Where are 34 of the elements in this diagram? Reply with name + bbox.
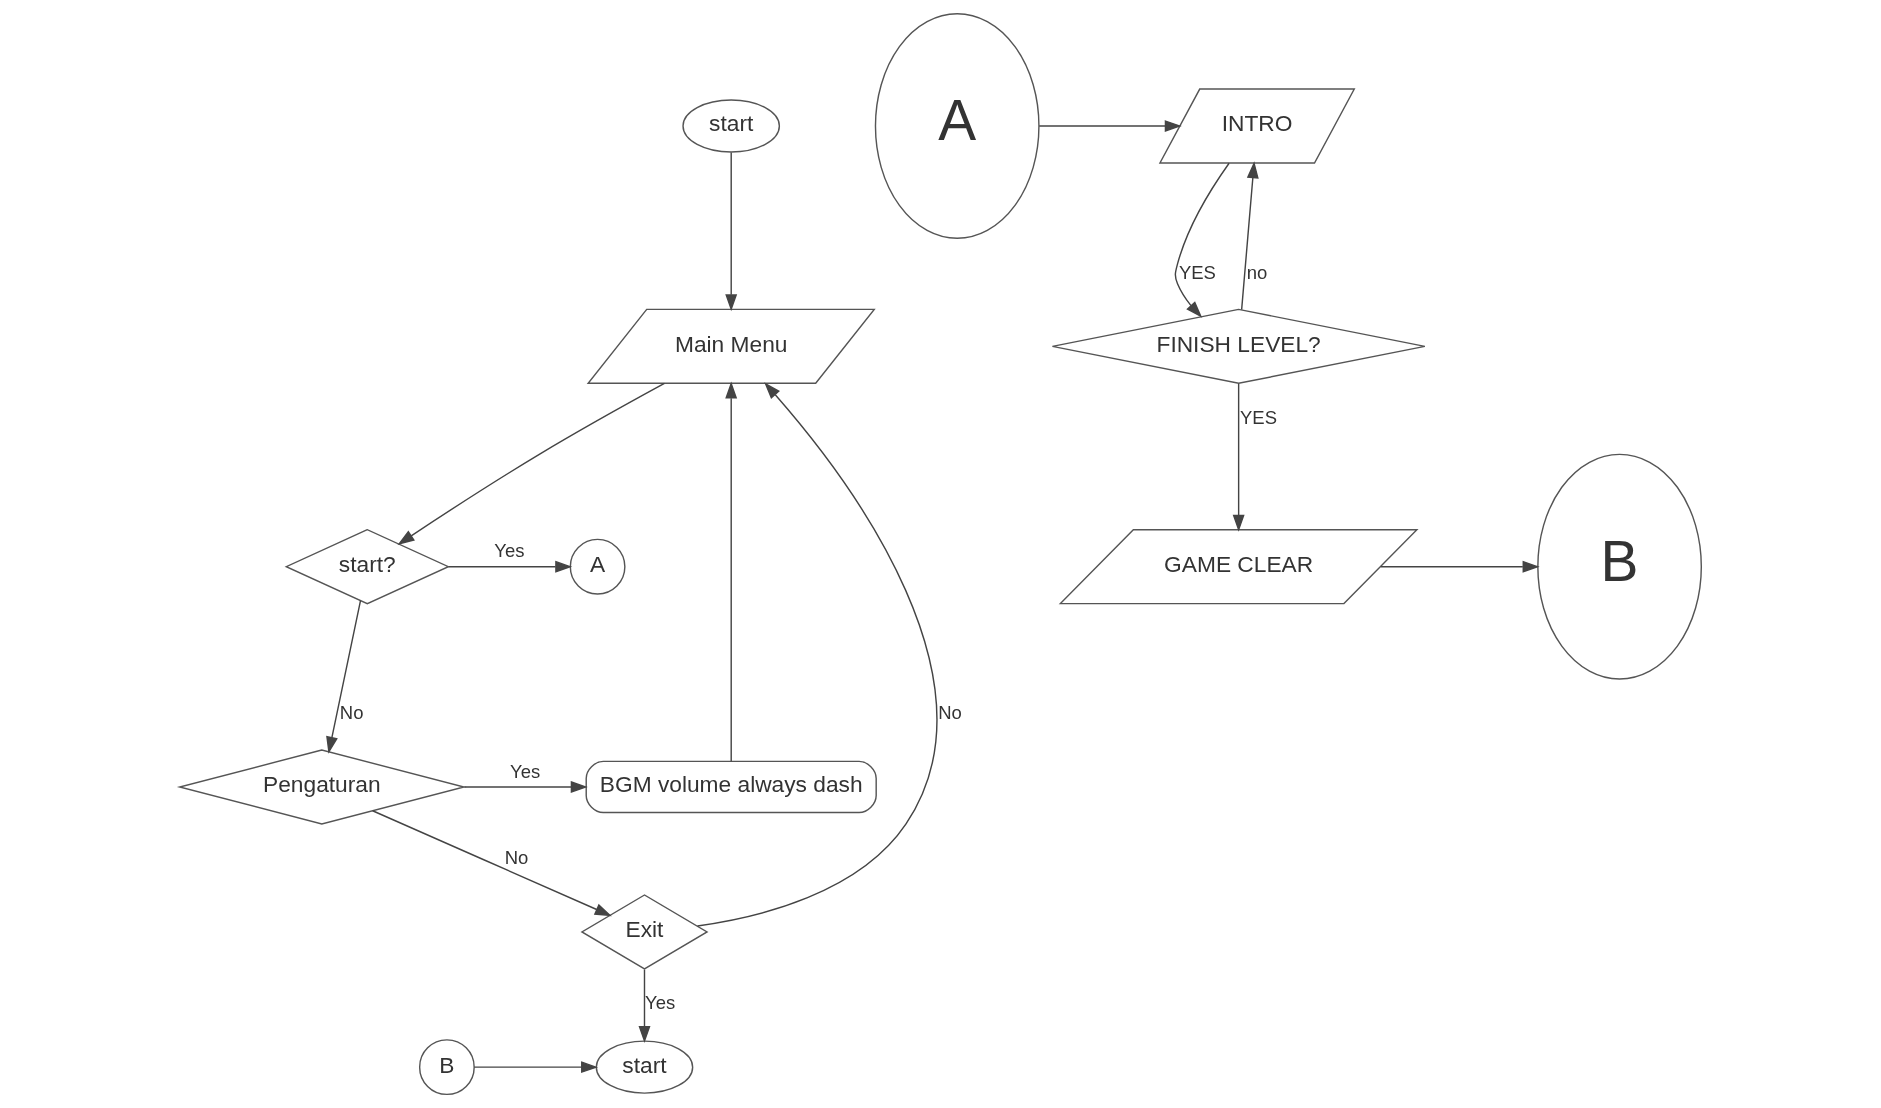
- edge-label: No: [339, 702, 364, 724]
- arrow: [1240, 161, 1259, 311]
- arrow: [326, 599, 362, 754]
- node-circle: B: [418, 1039, 475, 1096]
- node-ellipse: start: [682, 99, 781, 153]
- arrow: [1380, 560, 1540, 573]
- edge-label: Yes: [510, 760, 541, 782]
- node-ellipse: A: [874, 13, 1040, 240]
- arrow: [447, 560, 573, 573]
- node-diamond: Pengaturan: [176, 749, 467, 825]
- node-ellipse: start: [595, 1040, 694, 1094]
- edge-label: YES: [1178, 261, 1216, 283]
- node-circle: A: [569, 538, 626, 595]
- arrow: [397, 382, 666, 545]
- node-box: BGM volume always dash: [585, 760, 877, 814]
- edge-label: No: [938, 702, 962, 724]
- arrow: [1038, 120, 1182, 132]
- arrow: [463, 781, 588, 793]
- arrow: [696, 382, 938, 927]
- node-ellipse: B: [1537, 453, 1702, 680]
- edge-label: no: [1246, 261, 1268, 283]
- arrow: [1232, 382, 1245, 532]
- arrow: [1174, 162, 1230, 318]
- arrow: [371, 810, 612, 917]
- edge-label: Yes: [645, 992, 676, 1014]
- edge-label: YES: [1240, 406, 1278, 428]
- arrow: [638, 968, 651, 1044]
- arrow: [725, 381, 738, 762]
- arrow: [473, 1061, 599, 1074]
- edge-label: No: [504, 847, 529, 869]
- node-diamond: FINISH LEVEL?: [1051, 308, 1426, 385]
- node-diamond: Exit: [580, 894, 709, 970]
- arrow: [725, 151, 738, 312]
- edge-label: Yes: [494, 540, 525, 562]
